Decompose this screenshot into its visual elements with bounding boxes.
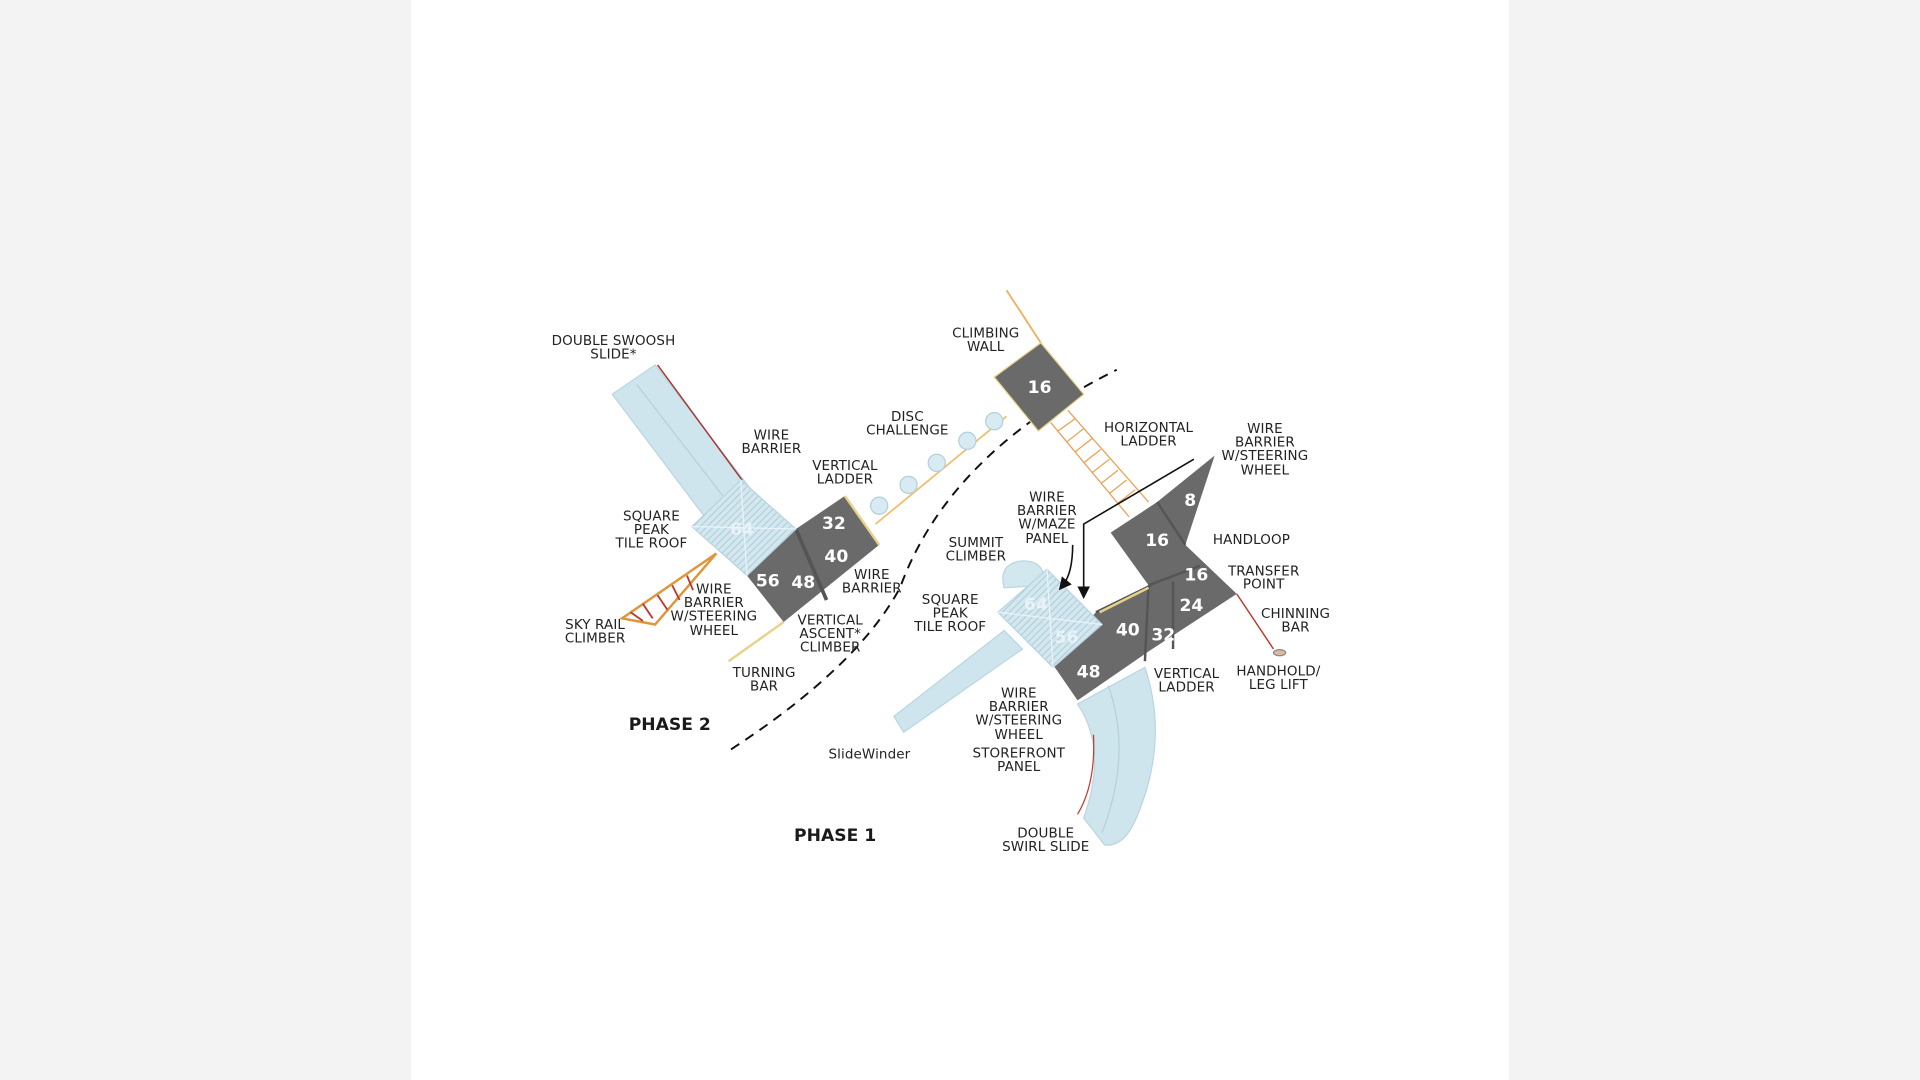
label-summit-climber: SUMMIT CLIMBER — [945, 534, 1007, 565]
deck-height-16: 16 — [1184, 566, 1208, 586]
label-slidewinder: SlideWinder — [828, 746, 911, 763]
deck-height-64: 64 — [730, 520, 754, 540]
label-double-swirl-slide: DOUBLE SWIRL SLIDE — [1002, 825, 1090, 855]
label-wire-barrier: WIRE BARRIER — [841, 566, 902, 597]
label-turning-bar: TURNING BAR — [732, 664, 796, 695]
deck-height-48: 48 — [1077, 662, 1101, 682]
deck-height-56: 56 — [1055, 628, 1079, 648]
deck-height-32: 32 — [1151, 626, 1175, 646]
climbing-wall-deck — [993, 342, 1085, 432]
label-square-peak-tile-roof: SQUARE PEAK TILE ROOF — [615, 508, 688, 552]
label-storefront-panel: STOREFRONT PANEL — [972, 745, 1066, 776]
label-vertical-ladder: VERTICAL LADDER — [812, 457, 878, 488]
handhold-leg-lift — [1272, 648, 1287, 657]
phase-1-label: PHASE 1 — [794, 826, 877, 847]
label-handhold-leg-lift: HANDHOLD/ LEG LIFT — [1236, 663, 1321, 694]
turning-bar — [727, 621, 785, 663]
label-horizontal-ladder: HORIZONTAL LADDER — [1104, 419, 1194, 450]
label-double-swoosh-slide: DOUBLE SWOOSH SLIDE* — [551, 332, 676, 363]
label-vertical-ladder: VERTICAL LADDER — [1153, 665, 1220, 696]
label-square-peak-tile-roof: SQUARE PEAK TILE ROOF — [914, 591, 987, 636]
arrow-steering-wheel — [1077, 458, 1195, 600]
white-panel — [411, 0, 1509, 1080]
deck-block-right — [1050, 455, 1237, 701]
phase2-structure: 64 32 40 56 48 16 — [611, 289, 1150, 663]
double-swirl-slide — [1076, 666, 1156, 846]
label-chinning-bar: CHINNING BAR — [1260, 605, 1331, 636]
sky-rail-climber — [618, 552, 718, 626]
label-handloop: HANDLOOP — [1212, 531, 1291, 548]
deck-height-32: 32 — [822, 514, 846, 534]
label-transfer-point: TRANSFER POINT — [1227, 563, 1300, 593]
label-wire-barrier: WIRE BARRIER — [741, 427, 802, 457]
label-wire-barrier-steering-wheel: WIRE BARRIER W/STEERING WHEEL — [1221, 420, 1309, 478]
climbing-wall — [1005, 289, 1042, 344]
phase1-structure: 64 56 48 40 32 24 16 16 8 — [893, 455, 1287, 846]
phase-2-label: PHASE 2 — [628, 715, 711, 735]
deck-height-16: 16 — [1028, 378, 1052, 398]
phase-divider-line — [730, 368, 1118, 751]
label-sky-rail-climber: SKY RAIL CLIMBER — [564, 616, 626, 647]
label-wire-barrier-steering-wheel: WIRE BARRIER W/STEERING WHEEL — [670, 581, 758, 639]
deck-height-8: 8 — [1184, 491, 1196, 511]
deck-height-40: 40 — [824, 547, 848, 567]
deck-height-56: 56 — [756, 572, 780, 592]
label-wire-barrier-maze-panel: WIRE BARRIER W/MAZE PANEL — [1017, 489, 1077, 547]
slidewinder-slide — [893, 629, 1024, 734]
deck-height-64: 64 — [1024, 595, 1048, 615]
chinning-bar — [1236, 593, 1275, 650]
deck-height-16: 16 — [1145, 531, 1169, 551]
deck-block-left — [746, 495, 880, 623]
deck-height-48: 48 — [791, 573, 815, 593]
label-climbing-wall: CLIMBING WALL — [952, 325, 1020, 356]
deck-height-24: 24 — [1180, 596, 1204, 616]
horizontal-ladder — [1050, 409, 1150, 518]
deck-height-40: 40 — [1116, 621, 1140, 641]
label-disc-challenge: DISC CHALLENGE — [866, 408, 949, 439]
arrow-maze-panel — [1058, 544, 1074, 591]
label-vertical-ascent-climber: VERTICAL ASCENT* CLIMBER — [797, 612, 863, 656]
label-wire-barrier-steering-wheel: WIRE BARRIER W/STEERING WHEEL — [975, 685, 1063, 743]
